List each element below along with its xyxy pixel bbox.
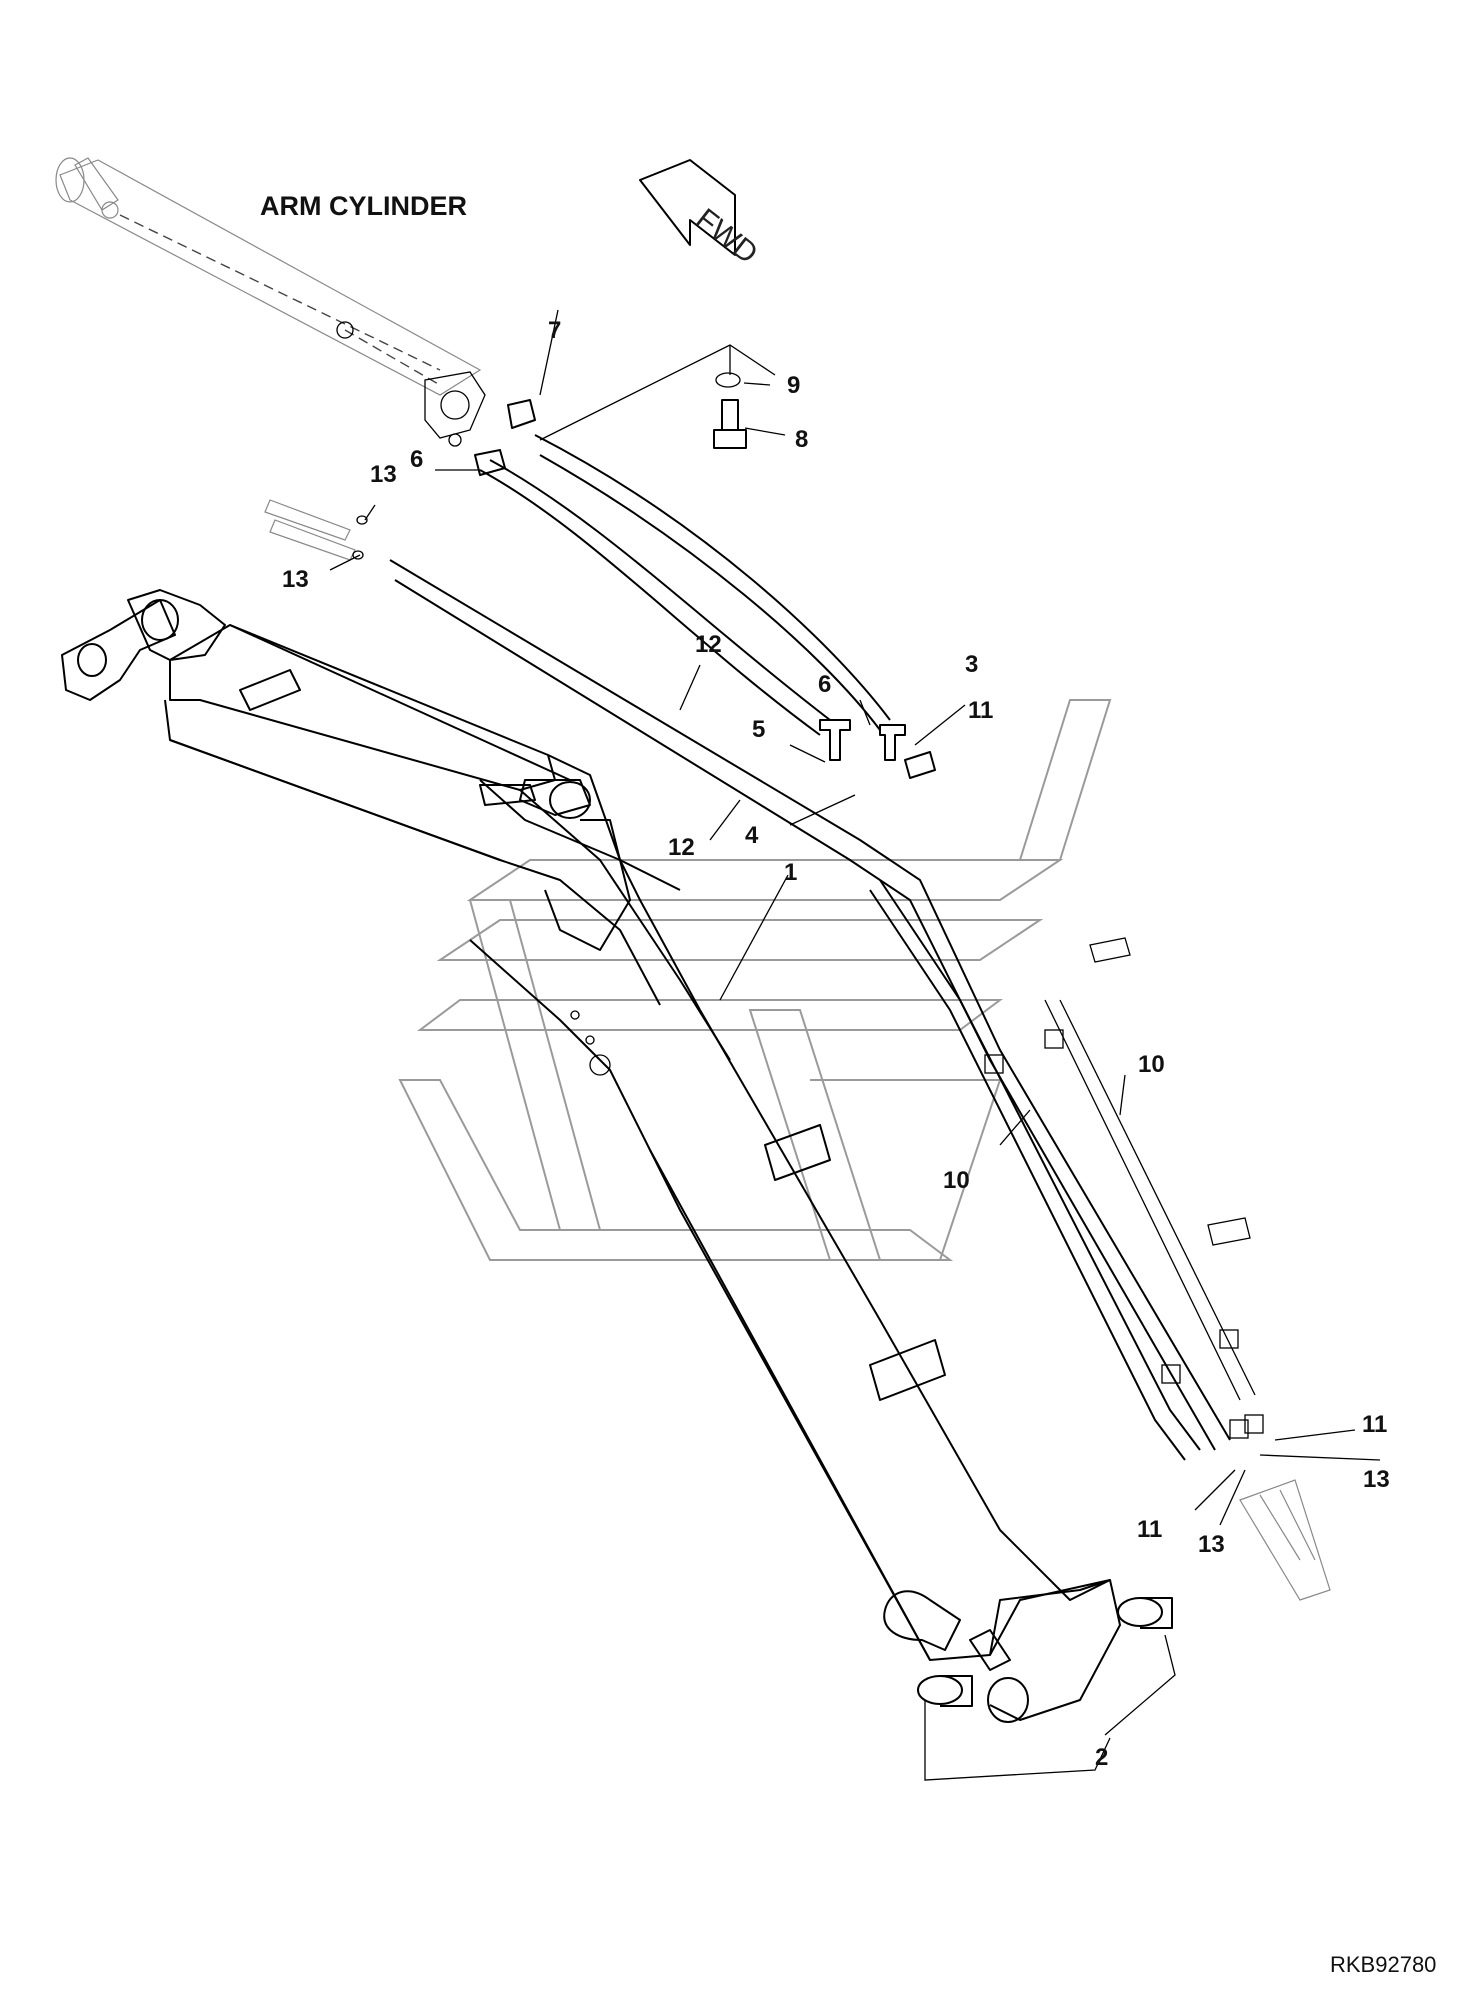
callout-11-lower: 11 bbox=[1137, 1516, 1162, 1543]
watermark-logo bbox=[398, 699, 1112, 1261]
callout-11-upper: 11 bbox=[968, 697, 993, 724]
callout-2: 2 bbox=[1095, 1744, 1108, 1771]
fwd-direction-tag: FWD bbox=[639, 159, 764, 270]
callout-10-left: 10 bbox=[943, 1167, 970, 1194]
arm-assembly bbox=[61, 589, 1121, 1723]
arm-cylinder-ghost bbox=[55, 157, 486, 447]
callout-7: 7 bbox=[548, 317, 561, 344]
callout-13-right: 13 bbox=[1363, 1466, 1390, 1493]
callout-11-right: 11 bbox=[1362, 1411, 1387, 1438]
leader-lines bbox=[329, 309, 1381, 1781]
callout-13-upper: 13 bbox=[370, 461, 397, 488]
callout-13-lower: 13 bbox=[1198, 1531, 1225, 1558]
diagram-title: ARM CYLINDER bbox=[260, 191, 467, 221]
callout-6-lower: 6 bbox=[818, 671, 831, 698]
callout-3: 3 bbox=[965, 651, 978, 678]
callout-4: 4 bbox=[745, 822, 759, 849]
callout-5: 5 bbox=[752, 716, 765, 743]
callout-8: 8 bbox=[795, 426, 808, 453]
callout-labels: 7 9 8 6 13 13 12 6 3 11 5 4 12 1 10 10 1… bbox=[282, 317, 1390, 1771]
callout-13-left: 13 bbox=[282, 566, 309, 593]
callout-10-right: 10 bbox=[1138, 1051, 1165, 1078]
callout-1: 1 bbox=[784, 859, 797, 886]
fwd-label: FWD bbox=[690, 202, 764, 270]
reference-code: RKB92780 bbox=[1330, 1952, 1436, 1977]
hose-lines bbox=[389, 434, 1264, 1461]
callout-12-lower: 12 bbox=[668, 834, 695, 861]
callout-6-upper: 6 bbox=[410, 446, 423, 473]
callout-12-upper: 12 bbox=[695, 631, 722, 658]
hardware-parts bbox=[264, 372, 1331, 1707]
callout-9: 9 bbox=[787, 372, 800, 399]
